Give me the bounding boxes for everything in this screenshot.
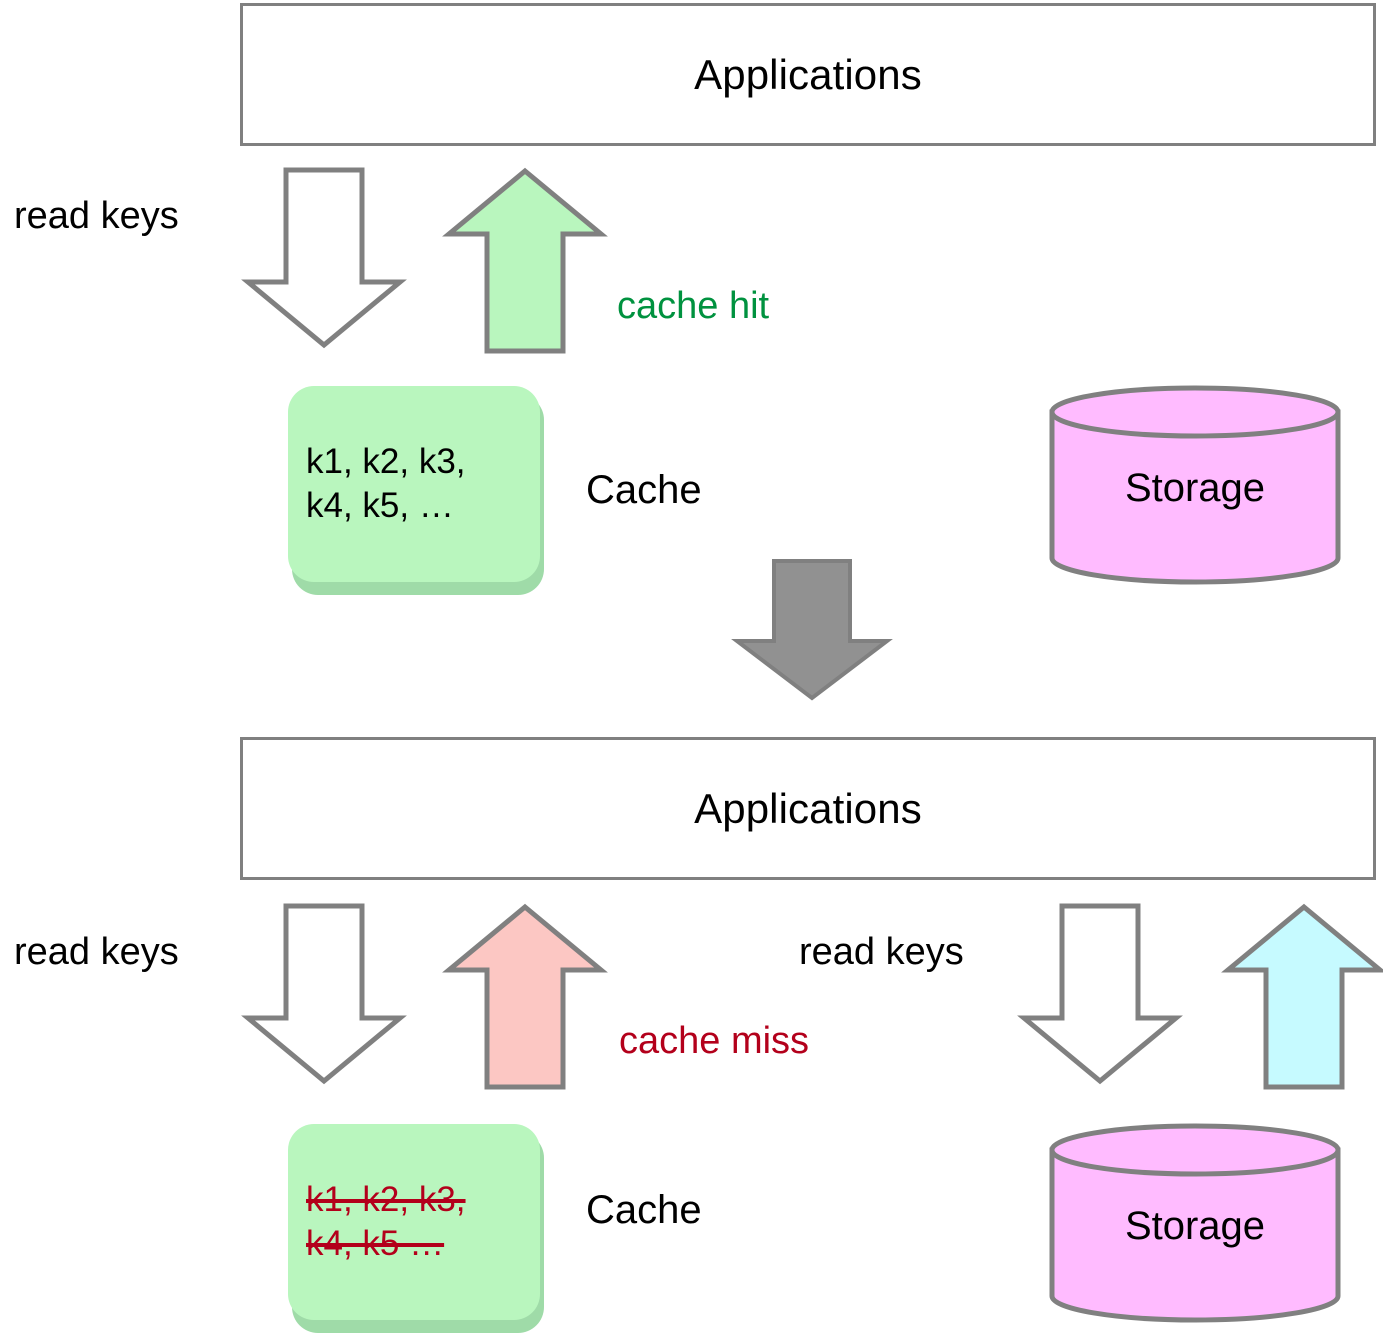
applications-label-bottom: Applications xyxy=(694,784,922,832)
read-keys-label-bottom-left: read keys xyxy=(14,931,179,973)
storage-cylinder-bottom: Storage xyxy=(1047,1123,1343,1323)
arrow-up-green-cache-hit xyxy=(442,166,608,356)
cache-box-top: k1, k2, k3, k4, k5, … xyxy=(288,386,540,582)
cache-key-line-2-evicted: k4, k5 … xyxy=(306,1224,445,1263)
storage-cylinder-top: Storage xyxy=(1047,385,1343,585)
cache-key-line-1-evicted: k1, k2, k3, xyxy=(306,1179,466,1219)
read-keys-label-bottom-right: read keys xyxy=(799,931,964,973)
storage-label-bottom: Storage xyxy=(1124,1204,1266,1248)
applications-label-top: Applications xyxy=(694,50,922,98)
applications-box-bottom: Applications xyxy=(240,737,1376,880)
cache-label-bottom: Cache xyxy=(586,1188,702,1232)
arrow-down-gray-flow xyxy=(731,557,893,703)
storage-label-top: Storage xyxy=(1124,466,1266,510)
cache-miss-label: cache miss xyxy=(619,1020,810,1062)
arrow-down-white-app-to-storage xyxy=(1017,902,1183,1086)
cache-label-top: Cache xyxy=(586,468,702,512)
read-keys-label-top: read keys xyxy=(14,195,179,237)
cache-key-line-2: k4, k5, … xyxy=(306,486,454,525)
arrow-up-pink-cache-miss xyxy=(442,902,608,1092)
arrow-up-cyan-storage-to-app xyxy=(1221,902,1383,1092)
arrow-down-white-app-to-cache-bottom xyxy=(241,902,407,1086)
cache-box-bottom: k1, k2, k3, k4, k5 … xyxy=(288,1124,540,1320)
arrow-down-white-app-to-cache-top xyxy=(241,166,407,350)
cache-hit-label: cache hit xyxy=(617,285,770,327)
cache-key-line-1: k1, k2, k3, xyxy=(306,441,466,481)
applications-box-top: Applications xyxy=(240,3,1376,146)
